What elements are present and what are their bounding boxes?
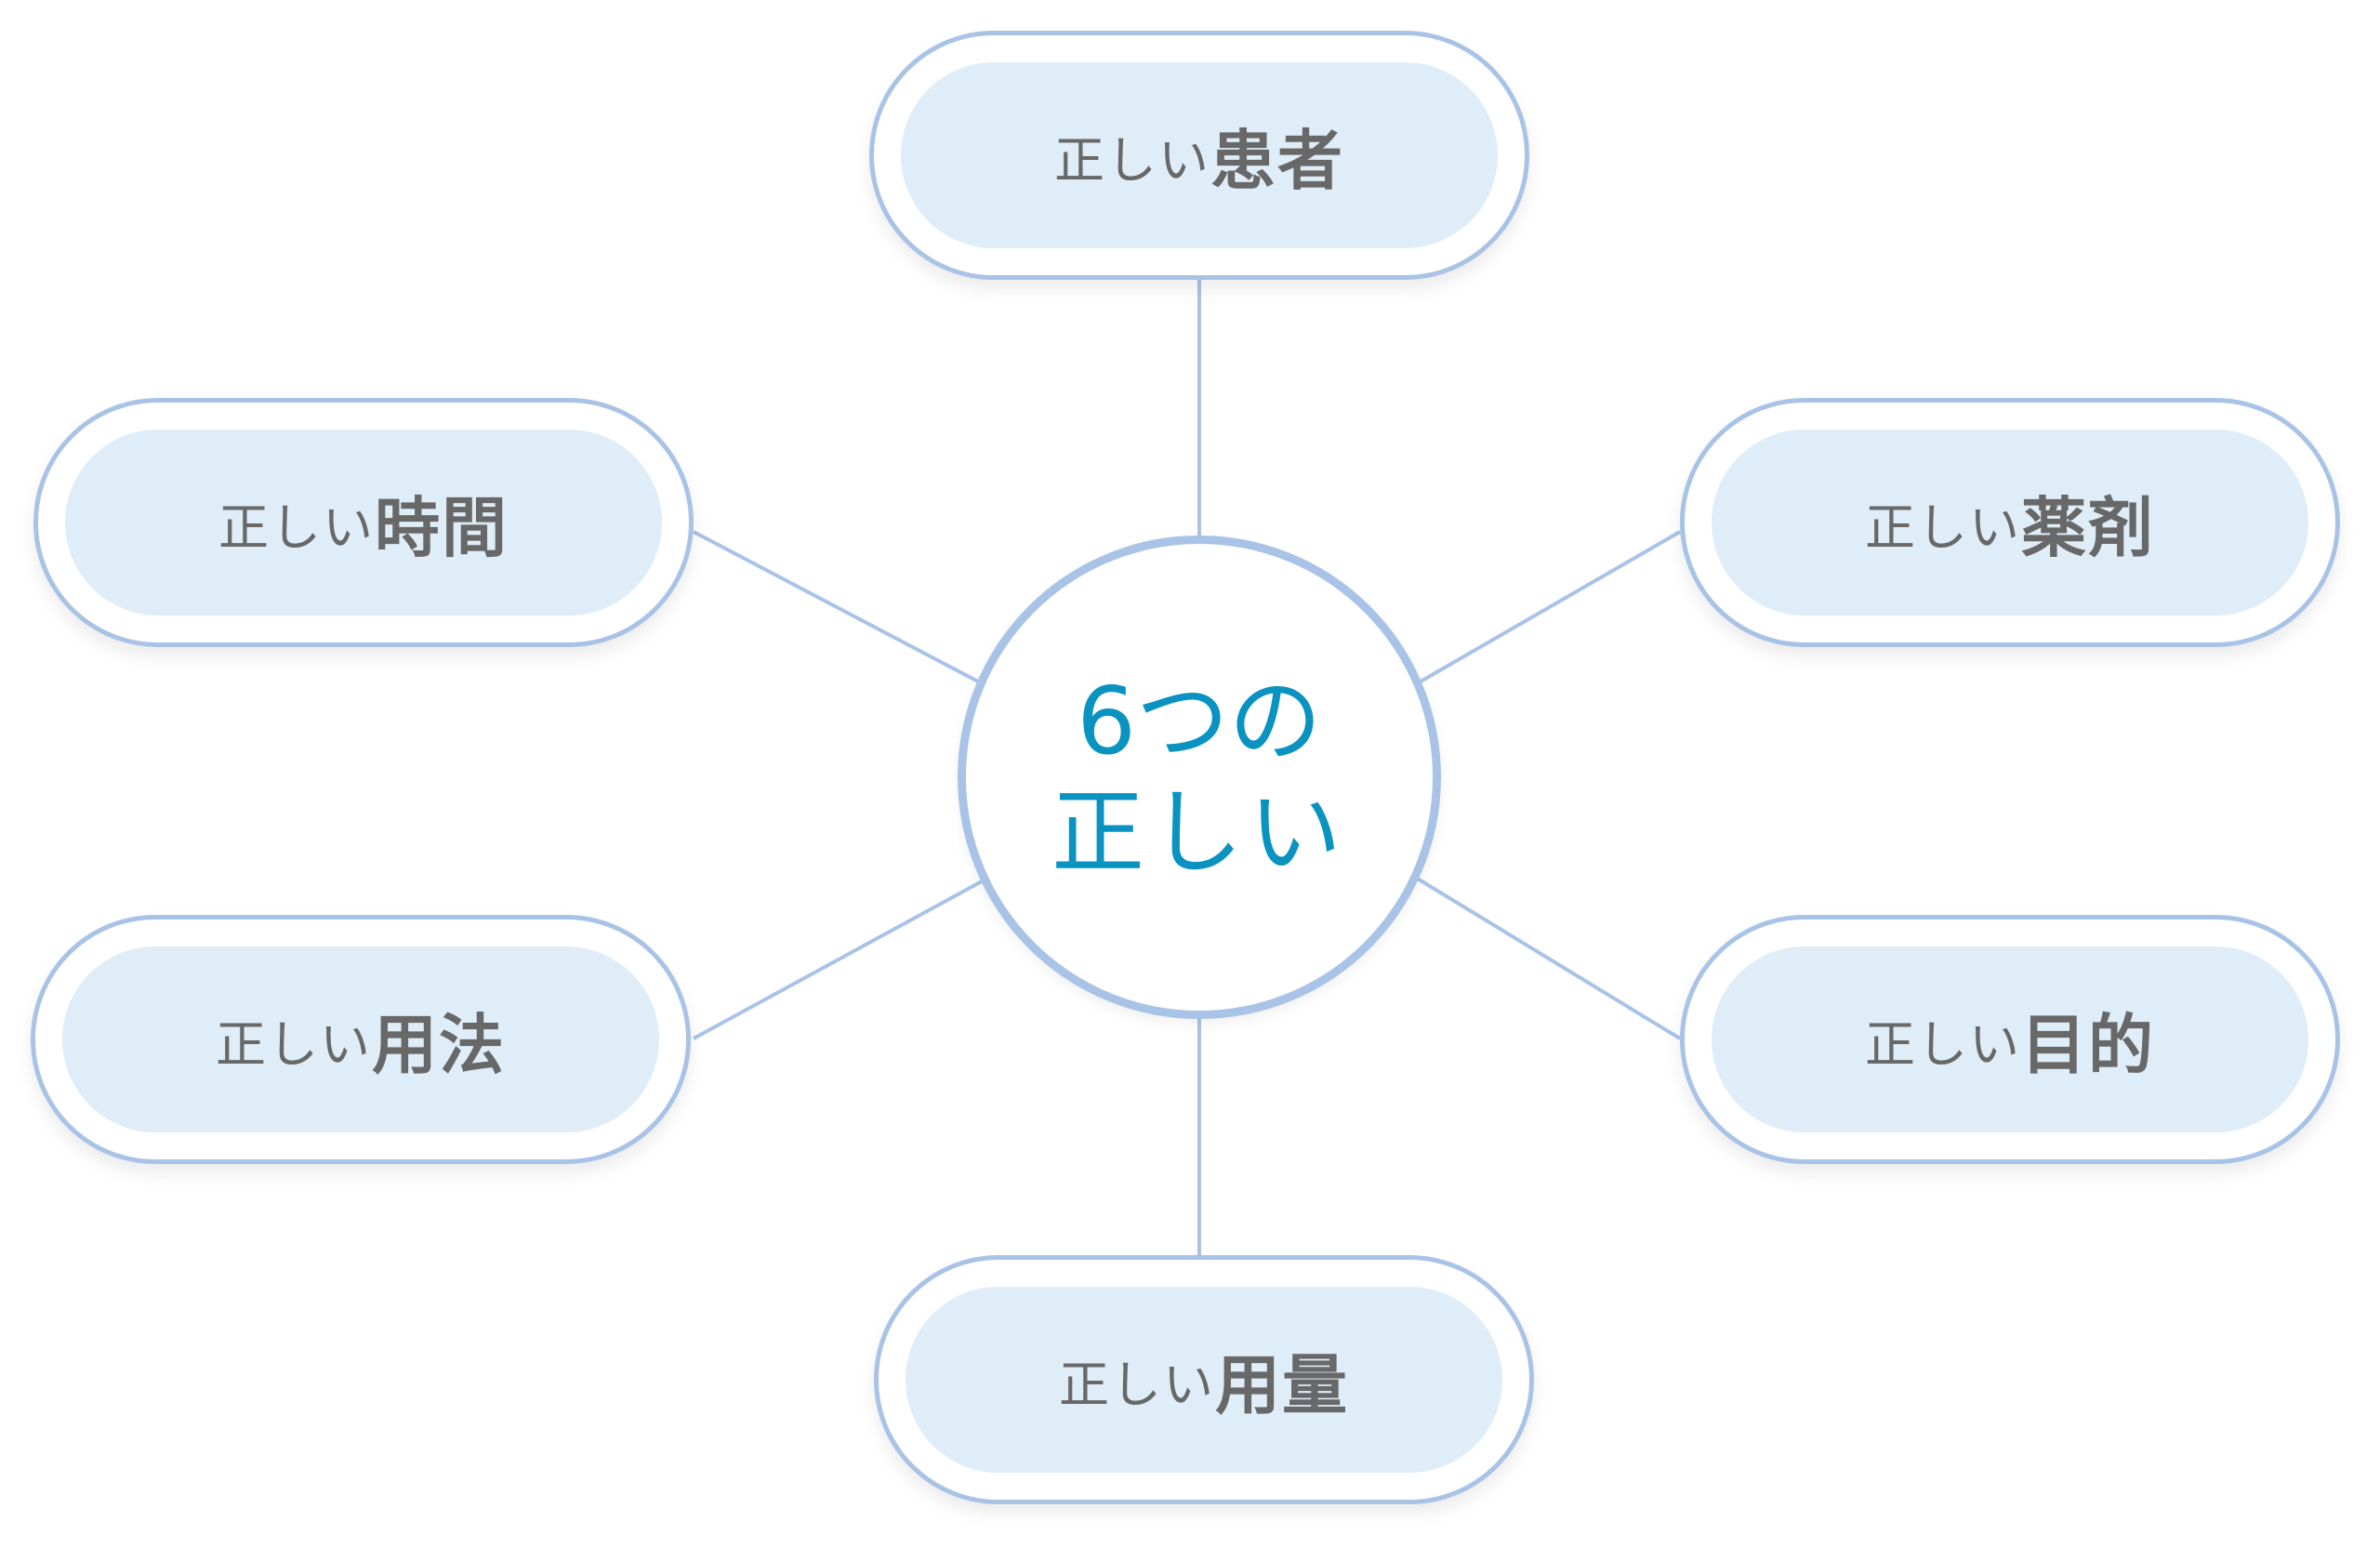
center-hub: 6つの 正しい <box>958 536 1441 1019</box>
node-patient-keyword: 患者 <box>1210 122 1344 199</box>
node-patient-fill: 正しい患者 <box>901 62 1498 248</box>
node-patient-prefix: 正しい <box>1054 130 1210 190</box>
node-time-fill: 正しい時間 <box>65 430 662 615</box>
node-route: 正しい用法 <box>31 915 691 1164</box>
connector-drug <box>1420 530 1681 683</box>
node-dose-fill: 正しい用量 <box>906 1287 1502 1473</box>
node-drug: 正しい薬剤 <box>1680 398 2340 647</box>
node-dose: 正しい用量 <box>874 1255 1534 1504</box>
node-dose-prefix: 正しい <box>1059 1355 1215 1414</box>
node-purpose-fill: 正しい目的 <box>1712 946 2308 1132</box>
node-time: 正しい時間 <box>33 398 694 647</box>
node-route-prefix: 正しい <box>216 1014 372 1074</box>
connector-time <box>693 530 979 683</box>
node-drug-prefix: 正しい <box>1865 497 2021 557</box>
node-patient: 正しい患者 <box>869 31 1529 280</box>
connector-purpose <box>1414 876 1682 1040</box>
center-title-line1: 6つの <box>1077 667 1322 775</box>
node-time-keyword: 時間 <box>375 489 509 566</box>
node-purpose: 正しい目的 <box>1680 915 2340 1164</box>
node-dose-keyword: 用量 <box>1215 1346 1349 1423</box>
connector-route <box>693 880 983 1040</box>
node-drug-fill: 正しい薬剤 <box>1712 430 2308 615</box>
center-title-line2: 正しい <box>1051 778 1347 887</box>
node-purpose-keyword: 目的 <box>2021 1006 2155 1083</box>
node-route-fill: 正しい用法 <box>62 946 659 1132</box>
node-time-prefix: 正しい <box>218 497 375 557</box>
node-drug-keyword: 薬剤 <box>2021 489 2155 566</box>
node-route-keyword: 用法 <box>372 1006 506 1083</box>
node-purpose-prefix: 正しい <box>1865 1014 2021 1074</box>
